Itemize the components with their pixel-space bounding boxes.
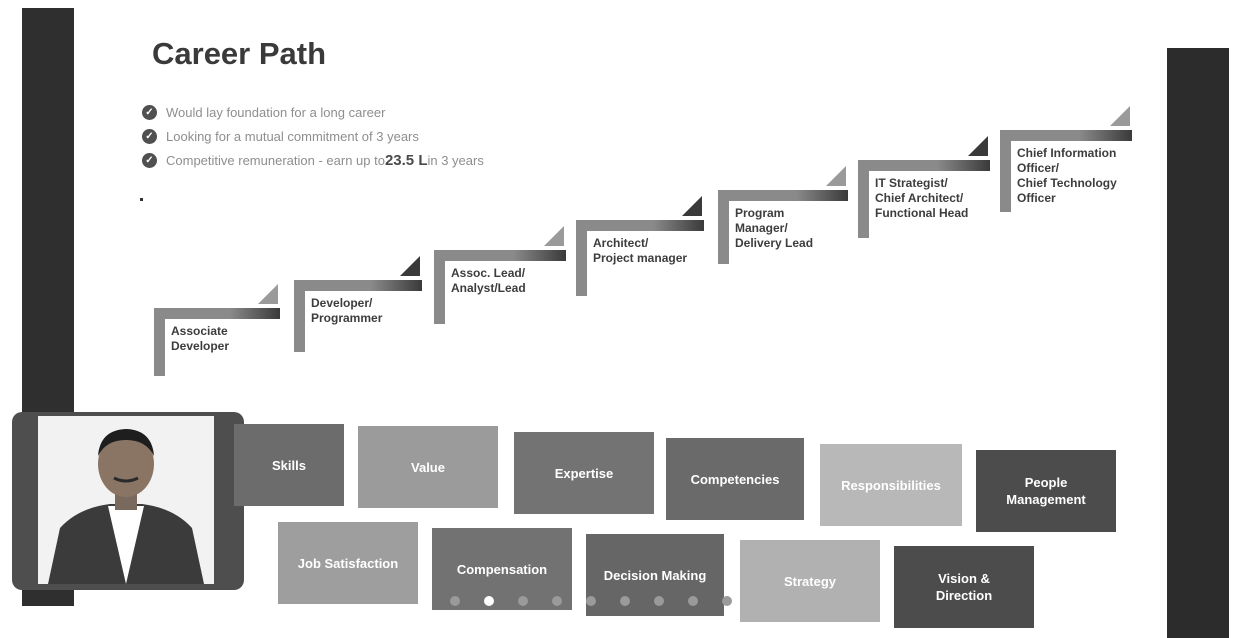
- step-label: Programmer: [311, 311, 383, 325]
- pager-dot[interactable]: [450, 596, 460, 606]
- step-label: Program: [735, 206, 785, 220]
- career-path-slide: Career Path ✓ Would lay foundation for a…: [12, 0, 1186, 638]
- step-bar: [434, 250, 566, 261]
- page-title: Career Path: [152, 36, 327, 71]
- check-circle-icon: ✓: [142, 152, 157, 168]
- bullet-item: ✓ Competitive remuneration - earn up to …: [142, 148, 484, 172]
- step-riser: [434, 250, 445, 324]
- attribute-tile: Skills: [234, 424, 344, 506]
- attribute-tile: Competencies: [666, 438, 804, 520]
- pager-dot[interactable]: [552, 596, 562, 606]
- step-label: Assoc. Lead/: [451, 266, 526, 280]
- pager-dot[interactable]: [518, 596, 528, 606]
- bullet-text: in 3 years: [427, 152, 484, 168]
- attribute-tile: Job Satisfaction: [278, 522, 418, 604]
- attribute-tile: Vision & Direction: [894, 546, 1034, 628]
- bullet-item: ✓ Would lay foundation for a long career: [142, 100, 484, 124]
- step-label: IT Strategist/: [875, 176, 948, 190]
- step-label: Developer/: [311, 296, 373, 310]
- career-step: Assoc. Lead/Analyst/Lead: [434, 226, 566, 324]
- bullet-item: ✓ Looking for a mutual commitment of 3 y…: [142, 124, 484, 148]
- presenter-photo: [38, 416, 214, 584]
- career-step: IT Strategist/Chief Architect/Functional…: [858, 136, 990, 238]
- step-bar: [718, 190, 848, 201]
- step-label: Associate: [171, 324, 228, 338]
- step-riser: [576, 220, 587, 296]
- bullet-list: ✓ Would lay foundation for a long career…: [142, 100, 484, 172]
- attribute-tile: People Management: [976, 450, 1116, 532]
- step-label: Architect/: [593, 236, 649, 250]
- step-label: Delivery Lead: [735, 236, 814, 250]
- step-bar: [858, 160, 990, 171]
- step-arrow-icon: [968, 136, 988, 156]
- pager-dot[interactable]: [722, 596, 732, 606]
- step-riser: [718, 190, 729, 264]
- step-label: Analyst/Lead: [451, 281, 526, 295]
- step-bar: [154, 308, 280, 319]
- step-riser: [1000, 130, 1011, 212]
- slide-right-edge: [1167, 48, 1229, 638]
- bullet-text: Competitive remuneration - earn up to: [166, 152, 385, 168]
- bullet-highlight: 23.5 L: [384, 151, 428, 169]
- step-label: Manager/: [735, 221, 788, 235]
- career-step: Architect/Project manager: [576, 196, 704, 296]
- step-arrow-icon: [544, 226, 564, 246]
- step-riser: [294, 280, 305, 352]
- bullet-text: Looking for a mutual commitment of 3 yea…: [166, 128, 419, 144]
- step-label: Developer: [171, 339, 230, 353]
- stray-dot: [140, 198, 143, 201]
- step-label: Chief Technology: [1017, 176, 1117, 190]
- step-bar: [294, 280, 422, 291]
- attribute-tile: Value: [358, 426, 498, 508]
- attribute-tile: Responsibilities: [820, 444, 962, 526]
- pager-dot[interactable]: [688, 596, 698, 606]
- pager-dot[interactable]: [654, 596, 664, 606]
- step-arrow-icon: [258, 284, 278, 304]
- attribute-tile: Strategy: [740, 540, 880, 622]
- person-icon: [38, 416, 214, 584]
- step-arrow-icon: [400, 256, 420, 276]
- step-label: Chief Information: [1017, 146, 1117, 160]
- step-bar: [1000, 130, 1132, 141]
- presenter-frame: [12, 412, 244, 590]
- step-arrow-icon: [1110, 106, 1130, 126]
- attribute-tile: Expertise: [514, 432, 654, 514]
- step-label: Chief Architect/: [875, 191, 964, 205]
- step-riser: [154, 308, 165, 376]
- pager-dot[interactable]: [620, 596, 630, 606]
- step-label: Functional Head: [875, 206, 969, 220]
- pager-dot[interactable]: [586, 596, 596, 606]
- step-label: Officer/: [1017, 161, 1060, 175]
- step-label: Officer: [1017, 191, 1056, 205]
- pager-dot[interactable]: [484, 596, 494, 606]
- career-step: Developer/Programmer: [294, 256, 422, 352]
- check-circle-icon: ✓: [142, 128, 157, 144]
- check-circle-icon: ✓: [142, 104, 157, 120]
- bullet-text: Would lay foundation for a long career: [166, 104, 386, 120]
- step-label: Project manager: [593, 251, 688, 265]
- step-riser: [858, 160, 869, 238]
- step-bar: [576, 220, 704, 231]
- step-arrow-icon: [826, 166, 846, 186]
- step-arrow-icon: [682, 196, 702, 216]
